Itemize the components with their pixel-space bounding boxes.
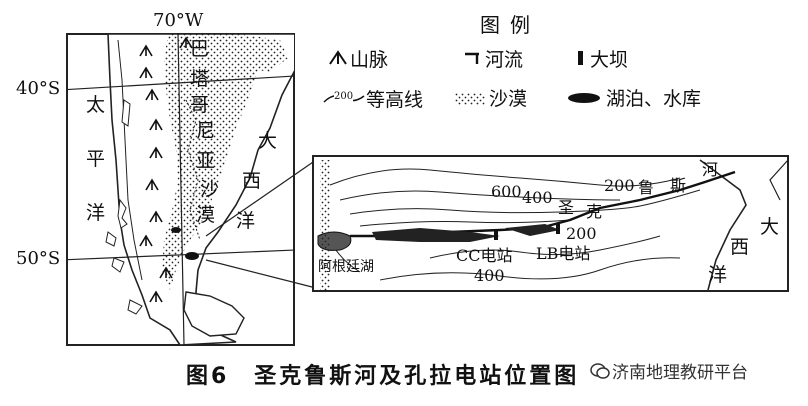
- atlantic-char-2: 西: [242, 170, 262, 192]
- desert-area: [162, 34, 258, 290]
- atlantic-char-1: 大: [258, 130, 278, 152]
- watermark: 济南地理教研平台: [590, 362, 748, 384]
- contour-icon: 200: [322, 90, 366, 110]
- river-name-char-4: 斯: [670, 176, 687, 195]
- main-map-content: [67, 34, 294, 345]
- legend-mountain: 山脉: [328, 50, 388, 70]
- patagonia-char-3: 哥: [190, 94, 210, 116]
- legend-desert: 沙漠: [455, 90, 527, 109]
- contour-200-mid-label: 200: [566, 224, 597, 243]
- tierra-del-fuego: [183, 291, 245, 337]
- patagonia-char-7: 漠: [196, 204, 216, 226]
- pacific-char-2: 平: [86, 148, 106, 170]
- station-lb-label: LB电站: [536, 244, 591, 263]
- dam-icon: [576, 50, 590, 70]
- contour-400-bottom-label: 400: [474, 266, 505, 285]
- lake-icon: [566, 90, 606, 109]
- station-cc-label: CC电站: [456, 246, 513, 265]
- patagonia-char-6: 沙: [200, 178, 220, 200]
- longitude-label: 70°W: [153, 10, 204, 31]
- legend-lake: 湖泊、水库: [566, 90, 701, 109]
- patagonia-char-2: 塔: [190, 68, 210, 90]
- contour-600-label: 600: [491, 182, 522, 201]
- inset-atlantic-char-1: 大: [760, 216, 780, 238]
- legend-river: 河流: [463, 50, 523, 70]
- mountain-icon: [328, 50, 350, 70]
- river-icon: [463, 50, 485, 70]
- patagonia-char-5: 亚: [196, 150, 216, 172]
- atlantic-char-3: 洋: [236, 210, 256, 232]
- patagonia-char-1: 巴: [190, 38, 210, 60]
- pacific-char-1: 太: [86, 94, 106, 116]
- inset-atlantic-char-2: 西: [730, 236, 750, 258]
- latitude-40-label: 40°S: [16, 78, 61, 99]
- legend-title: 图例: [480, 13, 540, 37]
- argentino-lake-label: 阿根廷湖: [318, 259, 374, 275]
- figure-caption: 图6 圣克鲁斯河及孔拉电站位置图: [186, 364, 580, 389]
- legend-dam: 大坝: [576, 50, 628, 70]
- pacific-char-3: 洋: [86, 202, 106, 224]
- contour-200-top-label: 200: [604, 176, 635, 195]
- latitude-50-label: 50°S: [16, 248, 61, 269]
- patagonia-char-4: 尼: [196, 120, 216, 142]
- river-name-char-1: 圣: [558, 198, 575, 217]
- river-name-char-3: 鲁: [638, 178, 655, 197]
- contour-400-top-label: 400: [522, 188, 553, 207]
- main-map-mountains: [139, 36, 193, 303]
- desert-icon: [455, 90, 489, 109]
- legend-contour: 200 等高线: [322, 90, 423, 110]
- river-name-char-2: 克: [586, 202, 603, 221]
- reservoir-cc: [372, 228, 500, 242]
- wechat-icon: [590, 362, 612, 384]
- reservoir-lb: [505, 224, 560, 236]
- inset-atlantic-char-3: 洋: [708, 264, 728, 286]
- inset-content: [317, 159, 787, 290]
- river-name-char-5: 河: [702, 160, 719, 179]
